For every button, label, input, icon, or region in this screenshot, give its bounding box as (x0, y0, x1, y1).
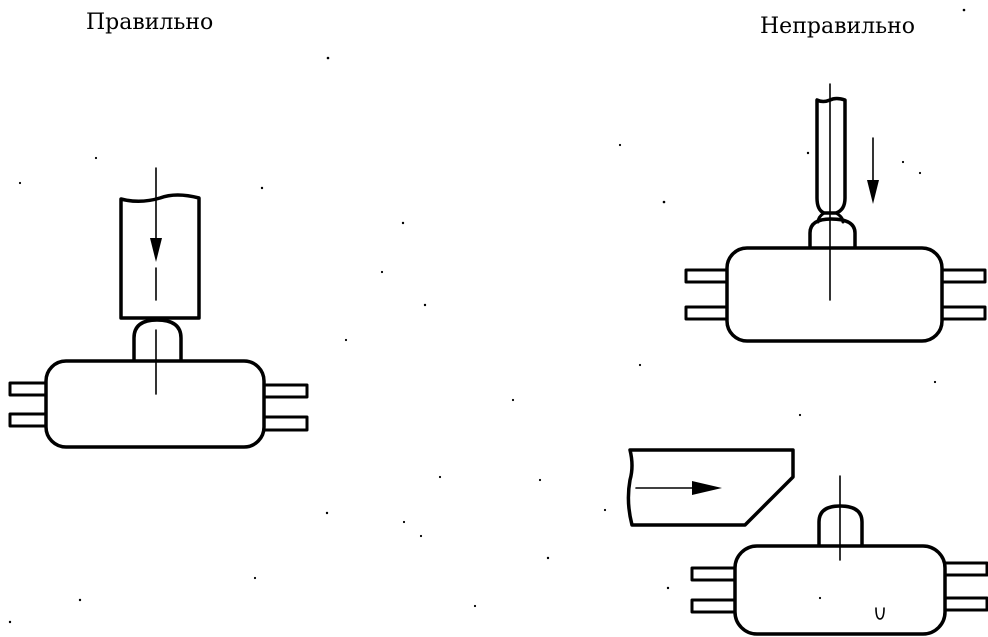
incorrect-terminal-nub-bottom (817, 504, 864, 547)
incorrect-lead-left-top-1 (684, 268, 729, 284)
incorrect-side-arrow-head (692, 481, 722, 495)
correct-terminal-nub (132, 318, 183, 362)
incorrect-assembly-bottom (626, 448, 988, 636)
correct-lead-left-top (8, 381, 48, 397)
heading-correct: Правильно (86, 10, 214, 35)
scan-specks (8, 8, 966, 624)
body-mark (875, 607, 885, 620)
correct-lead-right-bottom (262, 415, 309, 432)
incorrect-lead-left-bottom-2 (690, 598, 737, 614)
incorrect-lead-right-top-2 (940, 305, 987, 321)
incorrect-assembly-top (684, 83, 987, 343)
correct-force-arrow-head (150, 238, 162, 262)
incorrect-force-arrow-head (867, 180, 879, 204)
incorrect-lead-right-bottom-1 (943, 561, 988, 577)
incorrect-lead-left-bottom-1 (690, 566, 737, 582)
incorrect-narrow-electrode (815, 96, 847, 215)
incorrect-lead-right-top-1 (940, 268, 987, 284)
incorrect-lead-left-top-2 (684, 305, 729, 321)
correct-lead-right-top (262, 383, 309, 399)
incorrect-lead-right-bottom-2 (943, 596, 988, 612)
incorrect-side-tool (626, 448, 795, 527)
incorrect-component-body-top (725, 246, 944, 343)
incorrect-component-body-bottom (733, 544, 947, 636)
correct-lead-left-bottom (8, 412, 48, 428)
incorrect-terminal-nub-top (808, 217, 857, 249)
correct-assembly (8, 167, 309, 449)
correct-component-body (44, 359, 266, 449)
heading-incorrect: Неправильно (760, 14, 915, 39)
correct-wide-electrode (119, 193, 201, 320)
